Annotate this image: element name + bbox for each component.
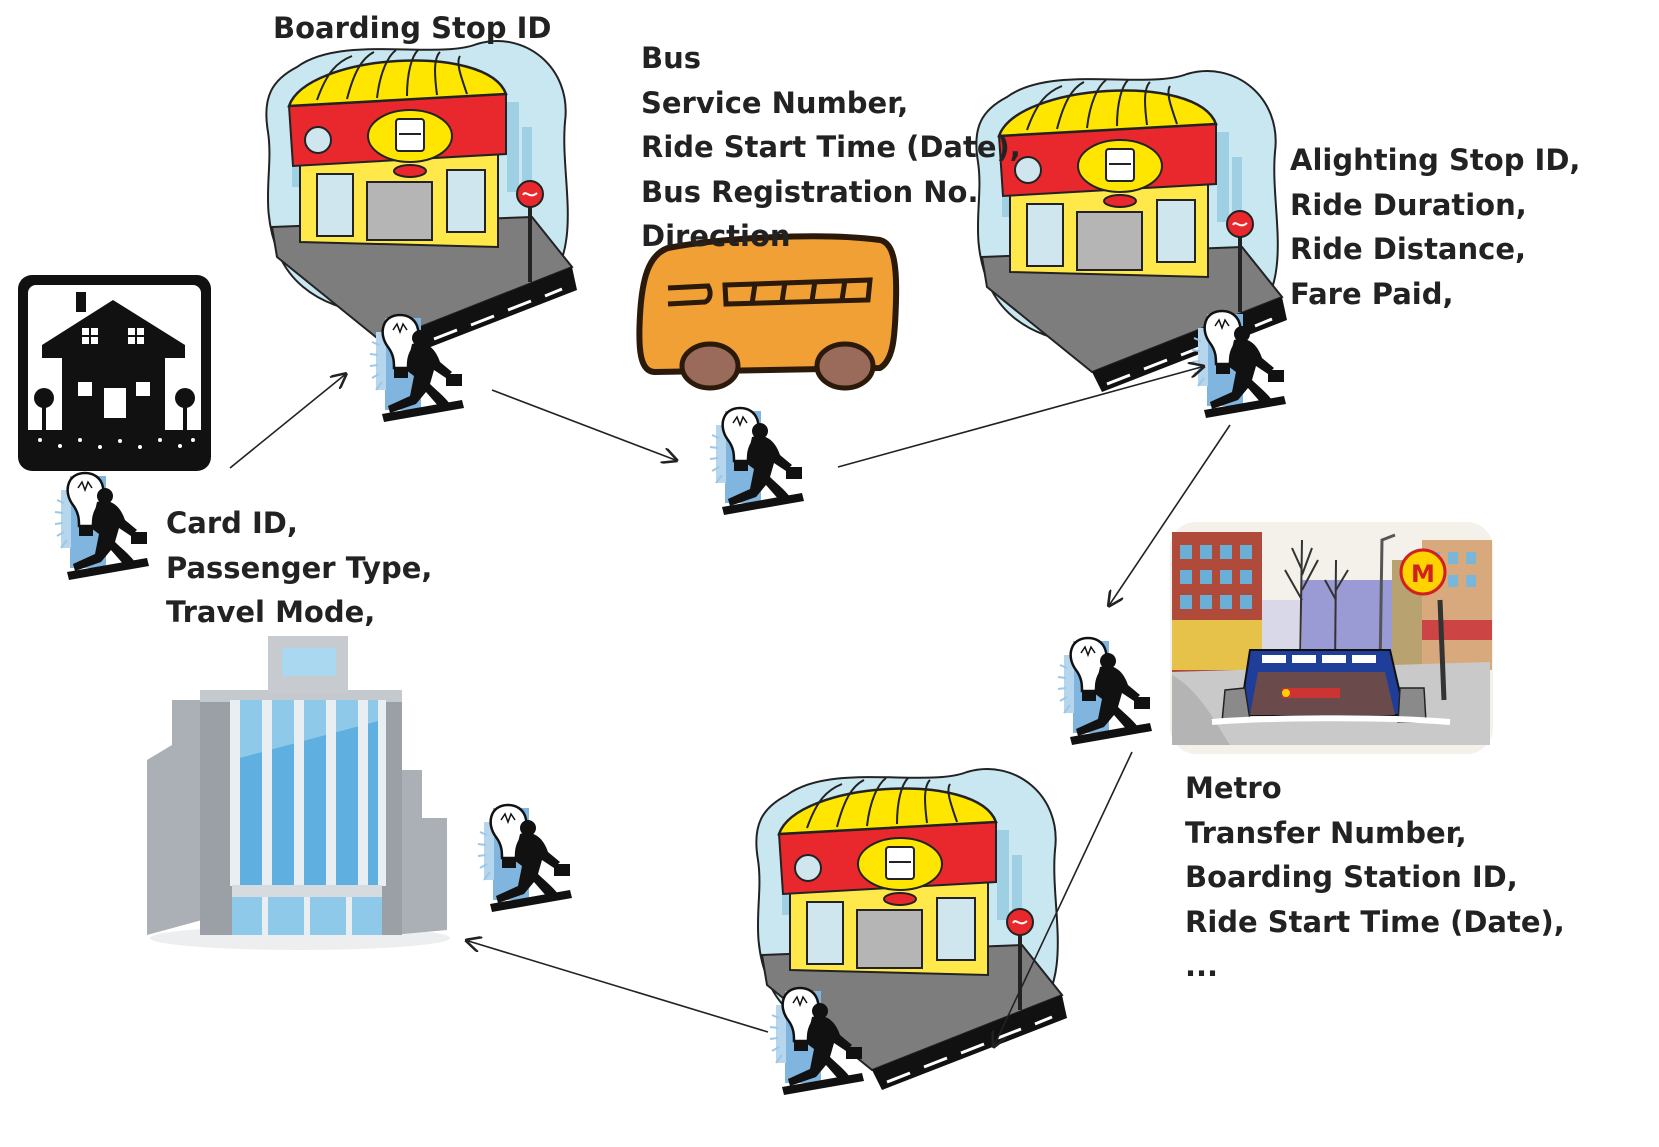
label-line: Bus — [641, 41, 702, 75]
label-line: Boarding Station ID, — [1185, 860, 1518, 895]
label-line: Card ID, — [166, 506, 298, 540]
arrow-transfer-to-office — [465, 940, 769, 1033]
label-line: Boarding Stop ID — [273, 11, 552, 45]
arrow-home-to-boarding — [229, 373, 347, 469]
arrow-metro-to-transfer — [993, 751, 1133, 1048]
metro-logo: M — [1411, 560, 1435, 588]
bus-info-label: Bus Service Number, Ride Start Time (Dat… — [641, 36, 1021, 259]
label-line: Transfer Number, — [1185, 815, 1467, 850]
alighting-info-label: Alighting Stop ID, Ride Duration, Ride D… — [1290, 138, 1580, 316]
label-line: ... — [1185, 949, 1219, 984]
metro-info-label: Metro Transfer Number, Boarding Station … — [1185, 766, 1565, 989]
label-line: Service Number, — [641, 85, 909, 120]
label-line: Ride Duration, — [1290, 187, 1527, 222]
label-line: Direction — [641, 219, 791, 254]
bus-icon — [636, 233, 900, 391]
passenger-icon-alighting — [1190, 309, 1288, 420]
label-line: Alighting Stop ID, — [1290, 143, 1581, 177]
arrow-boarding-to-bus — [491, 389, 678, 461]
label-line: Travel Mode, — [166, 595, 376, 630]
passenger-icon-metro — [1056, 636, 1154, 747]
label-line: Bus Registration No. — [641, 174, 979, 209]
office-building-icon — [147, 636, 450, 950]
label-line: Metro — [1185, 771, 1282, 805]
label-line: Ride Distance, — [1290, 232, 1527, 267]
arrow-bus-to-alighting — [837, 366, 1205, 468]
boarding-stop-label: Boarding Stop ID — [273, 6, 552, 51]
card-info-label: Card ID, Passenger Type, Travel Mode, — [166, 501, 432, 635]
label-line: Fare Paid, — [1290, 276, 1454, 311]
passenger-icon-office — [476, 803, 574, 914]
label-line: Passenger Type, — [166, 550, 433, 585]
boarding-bus-stop-icon — [264, 39, 579, 365]
house-icon — [18, 275, 211, 471]
passenger-icon-bus — [708, 406, 806, 517]
label-line: Ride Start Time (Date), — [1185, 904, 1565, 939]
arrow-alighting-to-metro — [1108, 424, 1231, 607]
metro-station-icon — [1170, 522, 1493, 754]
passenger-icon-home — [53, 471, 151, 582]
label-line: Ride Start Time (Date), — [641, 130, 1021, 165]
